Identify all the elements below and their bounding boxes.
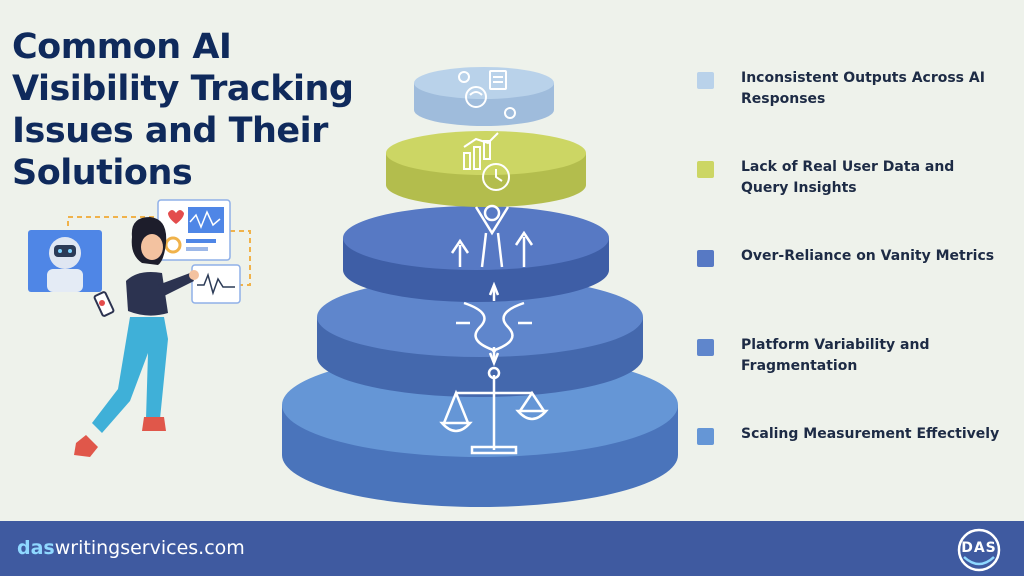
layer-4 [317,277,643,397]
legend-label: Platform Variability and Fragmentation [741,337,930,374]
footer-website-link[interactable]: daswritingservices.com [17,537,245,559]
logo-text: DAS [961,540,997,556]
legend-label: Over-Reliance on Vanity Metrics [741,248,995,264]
layer-1 [414,67,554,126]
balance-scale-icon [439,366,549,455]
pulse-card-icon [191,264,241,304]
woman-figure-icon [74,217,199,457]
legend-swatch [697,428,714,445]
brain-gears-icon [458,70,516,119]
legend-swatch [697,250,714,267]
legend-label: Scaling Measurement Effectively [741,426,1000,442]
site-prefix: das [17,537,55,559]
robot-icon [28,230,102,292]
das-logo-icon: DAS [956,527,1002,573]
crossing-arrows-icon [456,281,532,367]
chart-clock-icon [463,132,510,191]
legend-label: Lack of Real User Data and Query Insight… [741,159,955,196]
legend-swatch [697,339,714,356]
site-rest: writingservices.com [54,537,245,559]
legend-swatch [697,161,714,178]
stacked-layers-diagram [280,55,700,515]
dashboard-card-icon [157,199,231,261]
legend-swatch [697,72,714,89]
person-arrows-up-icon [450,204,534,268]
illustration [20,195,280,495]
layer-3 [343,206,609,302]
page-title: Common AI Visibility Tracking Issues and… [12,27,354,193]
footer-bar: daswritingservices.com DAS [0,521,1024,576]
legend-label: Inconsistent Outputs Across AI Responses [741,70,985,107]
